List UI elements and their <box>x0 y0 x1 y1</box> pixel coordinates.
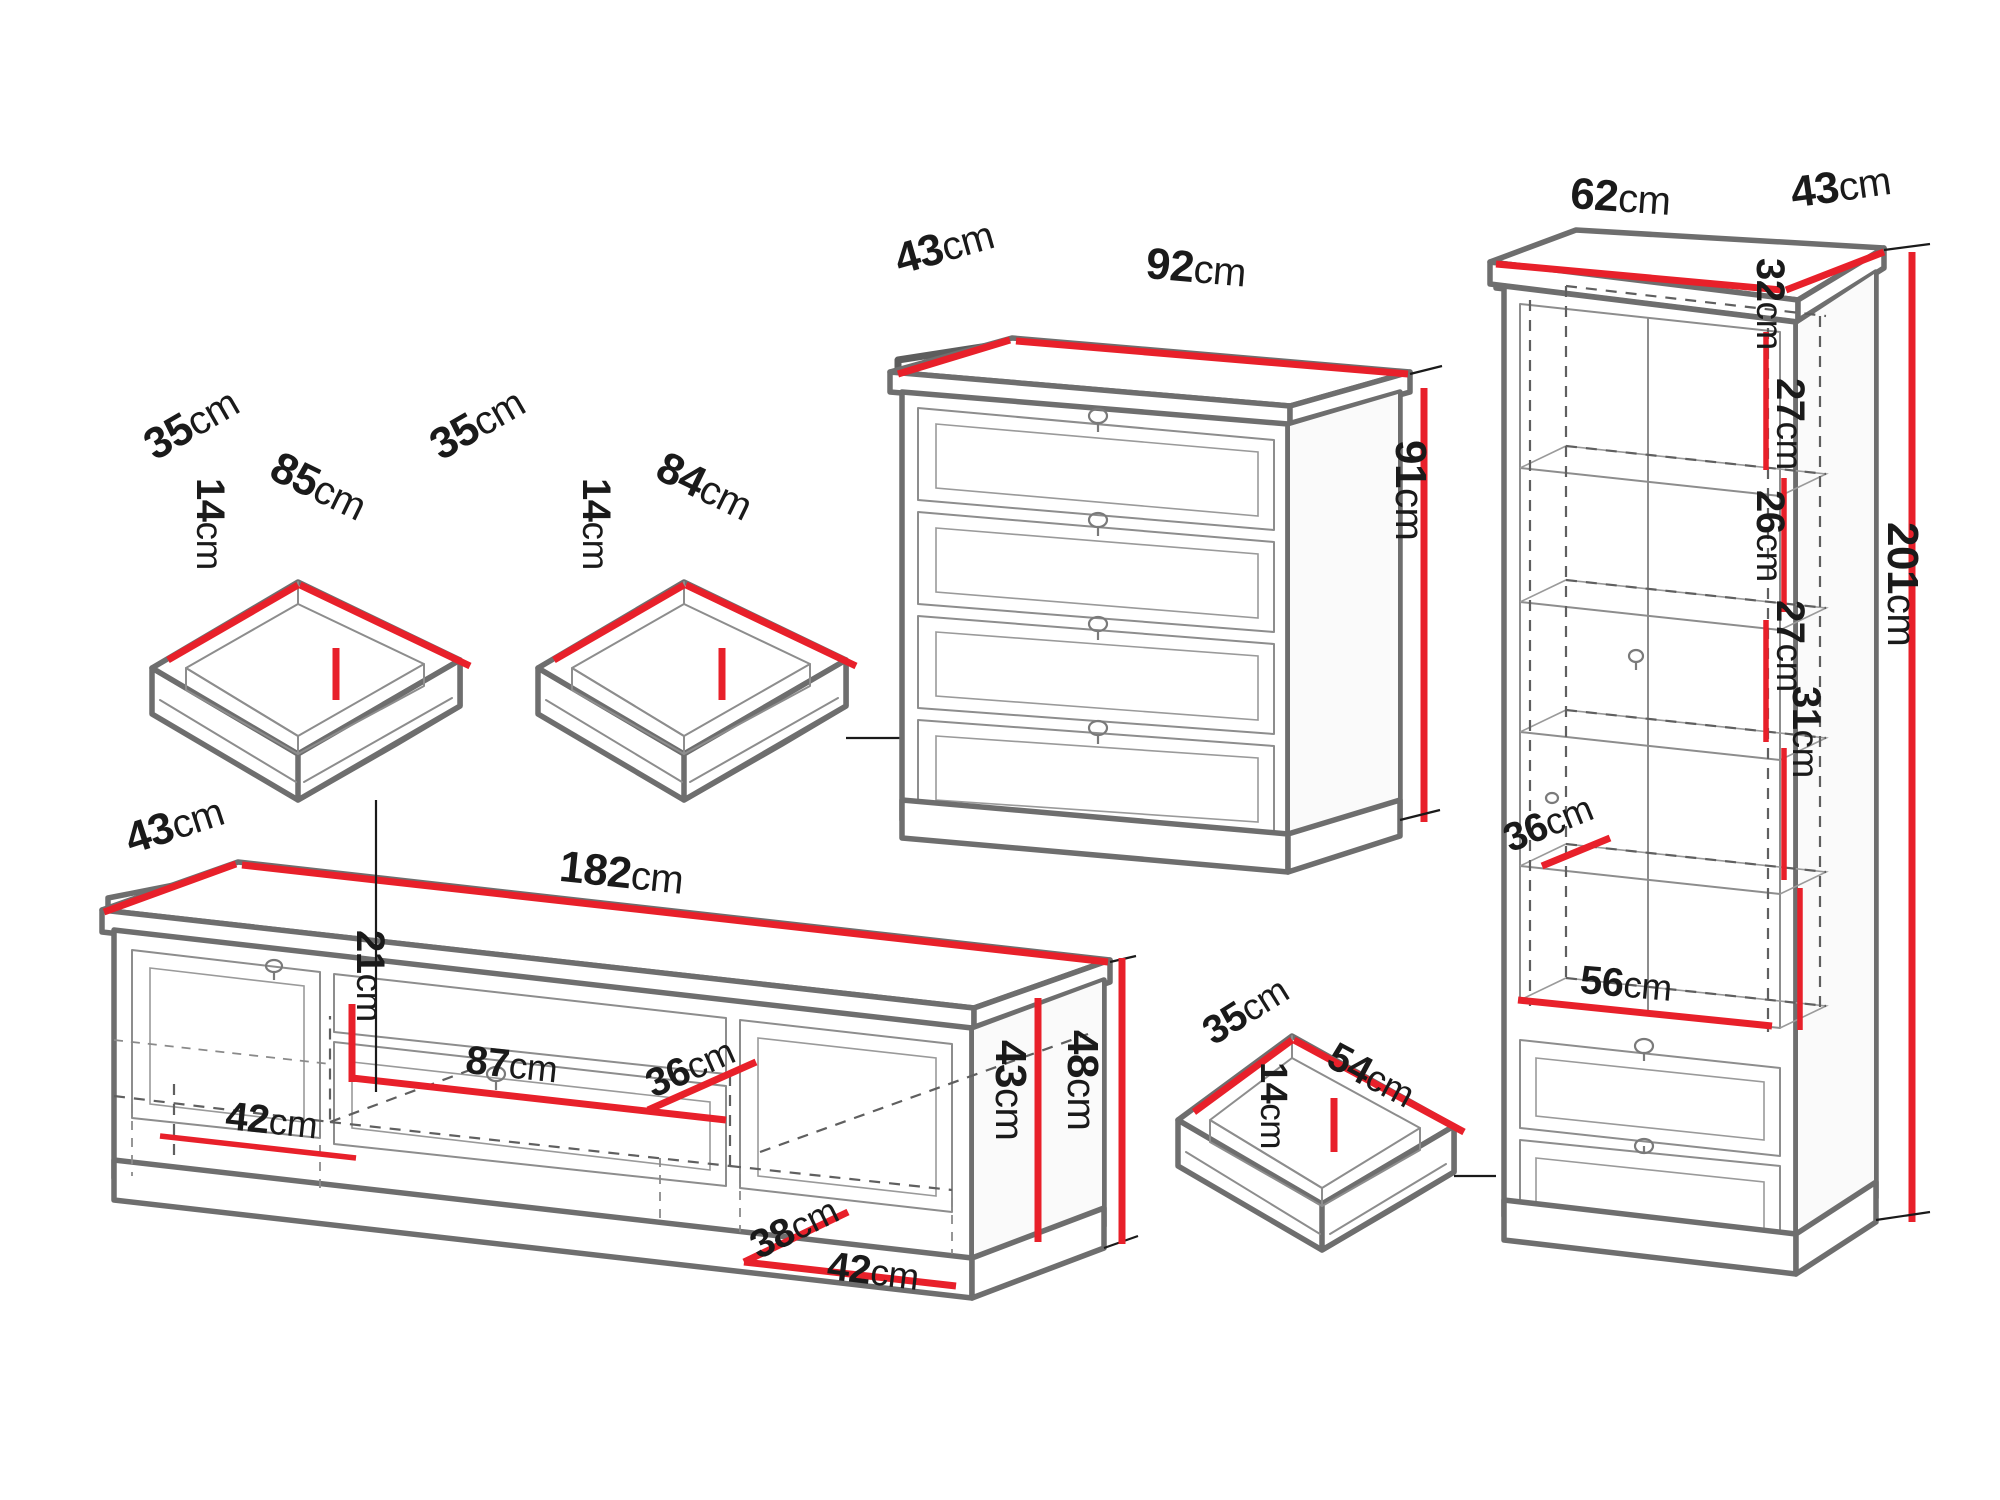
dim-unit: cm <box>1769 421 1810 470</box>
dim-value: 91 <box>1386 440 1435 488</box>
dim-value: 201 <box>1878 522 1927 594</box>
dim-value: 182 <box>557 842 634 899</box>
dim-label-chest-width: 92cm <box>1143 239 1248 296</box>
dim-value: 48 <box>1058 1030 1107 1078</box>
dim-unit: cm <box>1253 1103 1292 1149</box>
dim-value: 14 <box>1252 1062 1294 1104</box>
dim-value: 14 <box>188 478 232 522</box>
dim-unit: cm <box>266 1100 320 1147</box>
dim-unit: cm <box>1621 963 1674 1009</box>
tv-stand-dims <box>102 860 1139 1290</box>
dim-label-cabinet-c3: 26cm <box>1748 490 1792 582</box>
dim-unit: cm <box>628 853 686 903</box>
dim-value: 92 <box>1143 239 1197 293</box>
dim-unit: cm <box>1749 301 1790 350</box>
dim-value: 31 <box>1784 686 1828 730</box>
dim-label-d3-height: 14cm <box>1252 1062 1294 1149</box>
drawer-medium-84-shape <box>535 579 849 803</box>
dim-label-tv-height: 48cm <box>1058 1030 1107 1131</box>
cabinet-door-knob <box>1544 648 1645 805</box>
dim-label-tv-shelf-left: 42cm <box>223 1094 320 1147</box>
dim-value: 27 <box>1768 378 1812 422</box>
display-cabinet-dims <box>1495 242 1931 1222</box>
dim-unit: cm <box>987 1087 1031 1141</box>
tv-stand-handle <box>264 958 507 1090</box>
chest-of-drawers-shape <box>887 335 1413 875</box>
dim-value: 32 <box>1748 258 1792 302</box>
dim-label-cabinet-c2: 27cm <box>1768 378 1812 470</box>
dim-value: 26 <box>1748 490 1792 534</box>
dim-unit: cm <box>189 521 230 570</box>
dim-label-tv-niche-width: 87cm <box>463 1038 560 1091</box>
display-cabinet-shape <box>1487 227 1887 1277</box>
drawer-medium-84-dims <box>552 581 858 700</box>
dim-value: 43 <box>1787 162 1842 218</box>
cabinet-drawer-handle <box>1633 1037 1655 1155</box>
dim-unit: cm <box>868 1251 922 1298</box>
dim-value: 62 <box>1568 169 1621 222</box>
dim-label-d1-height: 14cm <box>188 478 232 570</box>
dim-value: 87 <box>463 1038 512 1087</box>
dim-label-cabinet-c4: 27cm <box>1768 600 1812 692</box>
dim-unit: cm <box>1387 487 1431 541</box>
drawer-large-85-shape <box>149 579 463 803</box>
dim-unit: cm <box>1785 729 1826 778</box>
dim-unit: cm <box>349 973 390 1022</box>
dim-unit: cm <box>1749 533 1790 582</box>
dim-unit: cm <box>1059 1077 1103 1131</box>
dim-value: 42 <box>223 1094 272 1143</box>
dim-label-chest-height: 91cm <box>1386 440 1435 541</box>
dim-label-cabinet-height: 201cm <box>1878 522 1927 647</box>
dim-label-tv-niche-height: 21cm <box>348 930 392 1022</box>
chest-handle <box>1087 407 1109 744</box>
drawer-large-85-dims <box>166 581 472 700</box>
tv-stand-shape <box>99 859 1113 1301</box>
dim-unit: cm <box>1769 643 1810 692</box>
dim-value: 42 <box>824 1244 874 1293</box>
dim-value: 14 <box>574 478 618 522</box>
dim-value: 21 <box>348 930 392 974</box>
dim-label-d2-height: 14cm <box>574 478 618 570</box>
dim-value: 56 <box>1578 958 1626 1006</box>
dim-unit: cm <box>1879 593 1923 647</box>
chest-dims <box>896 336 1443 822</box>
dim-label-cabinet-c1: 32cm <box>1748 258 1792 350</box>
dim-value: 43 <box>986 1040 1035 1088</box>
dim-value: 27 <box>1768 600 1812 644</box>
dim-unit: cm <box>575 521 616 570</box>
drawer-small-54-dims <box>1191 1036 1466 1152</box>
dim-unit: cm <box>1191 247 1248 296</box>
dim-label-cabinet-shelf-width: 56cm <box>1578 958 1674 1009</box>
dim-unit: cm <box>1616 176 1672 224</box>
dim-unit: cm <box>1835 159 1894 210</box>
dim-label-cabinet-c5: 31cm <box>1784 686 1828 778</box>
dim-label-tv-side-height: 43cm <box>986 1040 1035 1141</box>
dim-label-cabinet-width: 62cm <box>1568 169 1672 224</box>
dim-unit: cm <box>506 1044 560 1091</box>
drawer-small-54-shape <box>1175 1033 1457 1253</box>
